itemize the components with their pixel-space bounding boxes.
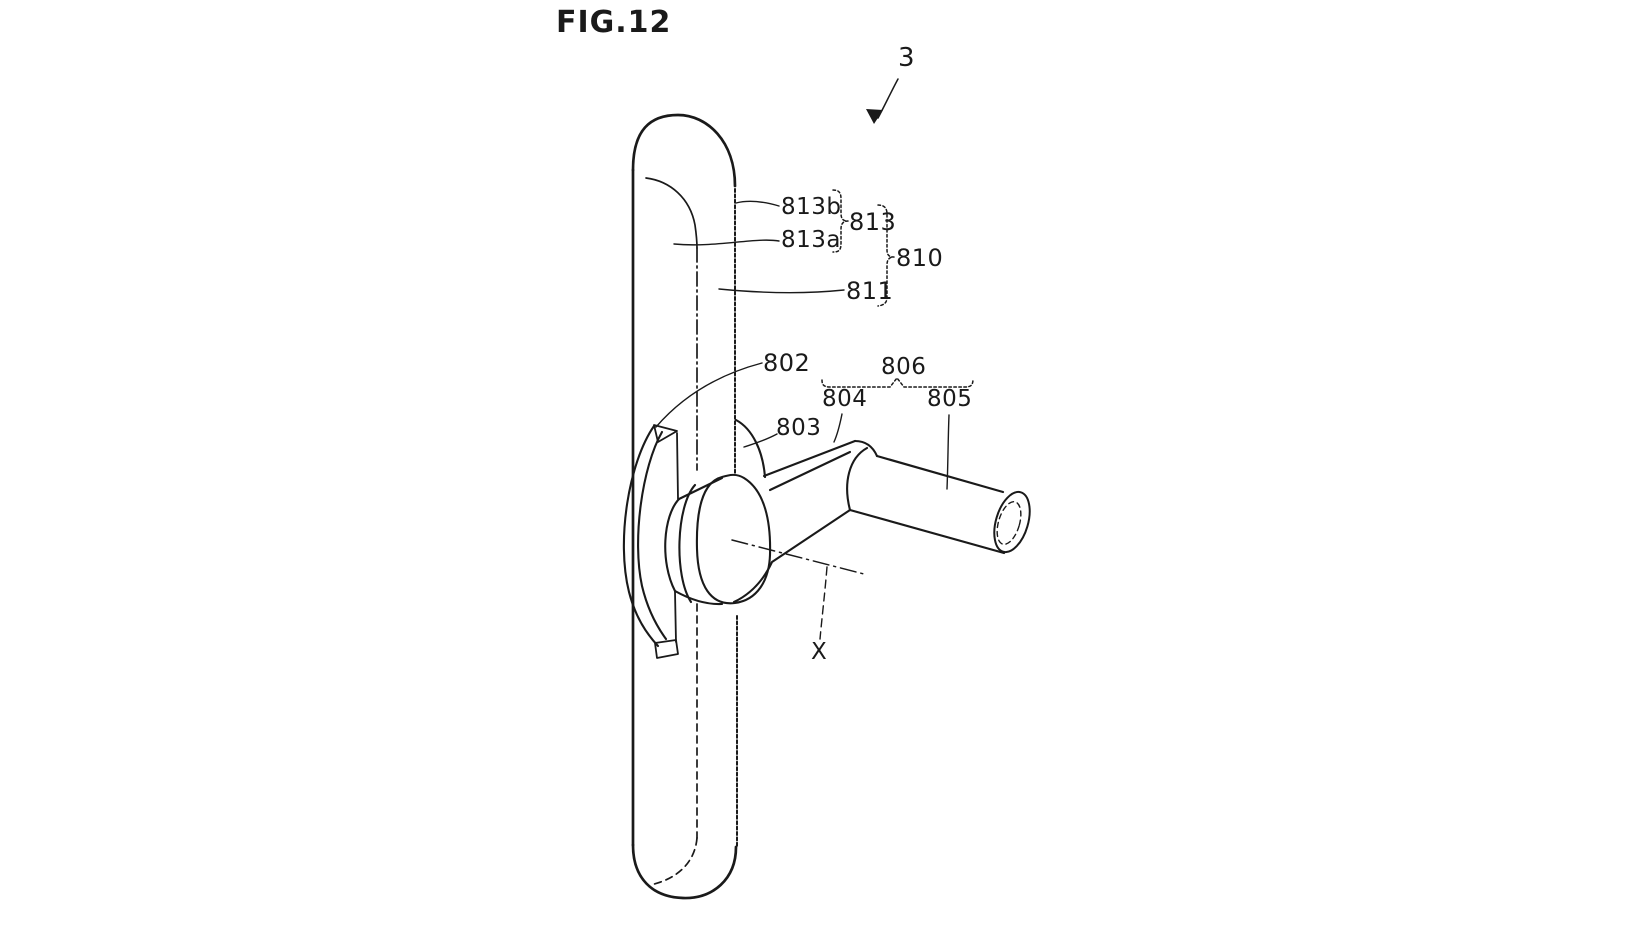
fan-803	[734, 418, 767, 479]
ref-label-811: 811	[846, 277, 894, 305]
figure-title: FIG.12	[556, 5, 672, 40]
ref-label-813a: 813a	[781, 227, 841, 253]
boss-collar	[664, 473, 772, 606]
ref-label-810: 810	[896, 244, 944, 272]
ref-label-x-axis: X	[811, 639, 828, 665]
ref-label-802: 802	[763, 349, 811, 377]
brace-806	[821, 377, 974, 388]
reference-arrow-3	[866, 78, 899, 124]
leader-lines	[655, 200, 950, 490]
ref-label-3: 3	[898, 43, 916, 73]
hook-802	[622, 424, 679, 659]
ref-label-813: 813	[849, 208, 897, 236]
brace-813	[832, 189, 849, 253]
grouping-braces	[821, 189, 974, 388]
ref-label-803: 803	[776, 415, 822, 441]
shaft-assembly	[732, 439, 1031, 604]
ref-label-813b: 813b	[781, 194, 842, 220]
sheet-layer-lines	[645, 177, 738, 886]
arrowhead	[866, 109, 883, 124]
ref-label-805: 805	[927, 386, 973, 412]
axis-line-x	[731, 539, 865, 640]
brace-810	[877, 204, 895, 307]
ref-label-804: 804	[822, 386, 868, 412]
grip-body-outline	[631, 113, 738, 900]
ref-label-806: 806	[881, 354, 927, 380]
